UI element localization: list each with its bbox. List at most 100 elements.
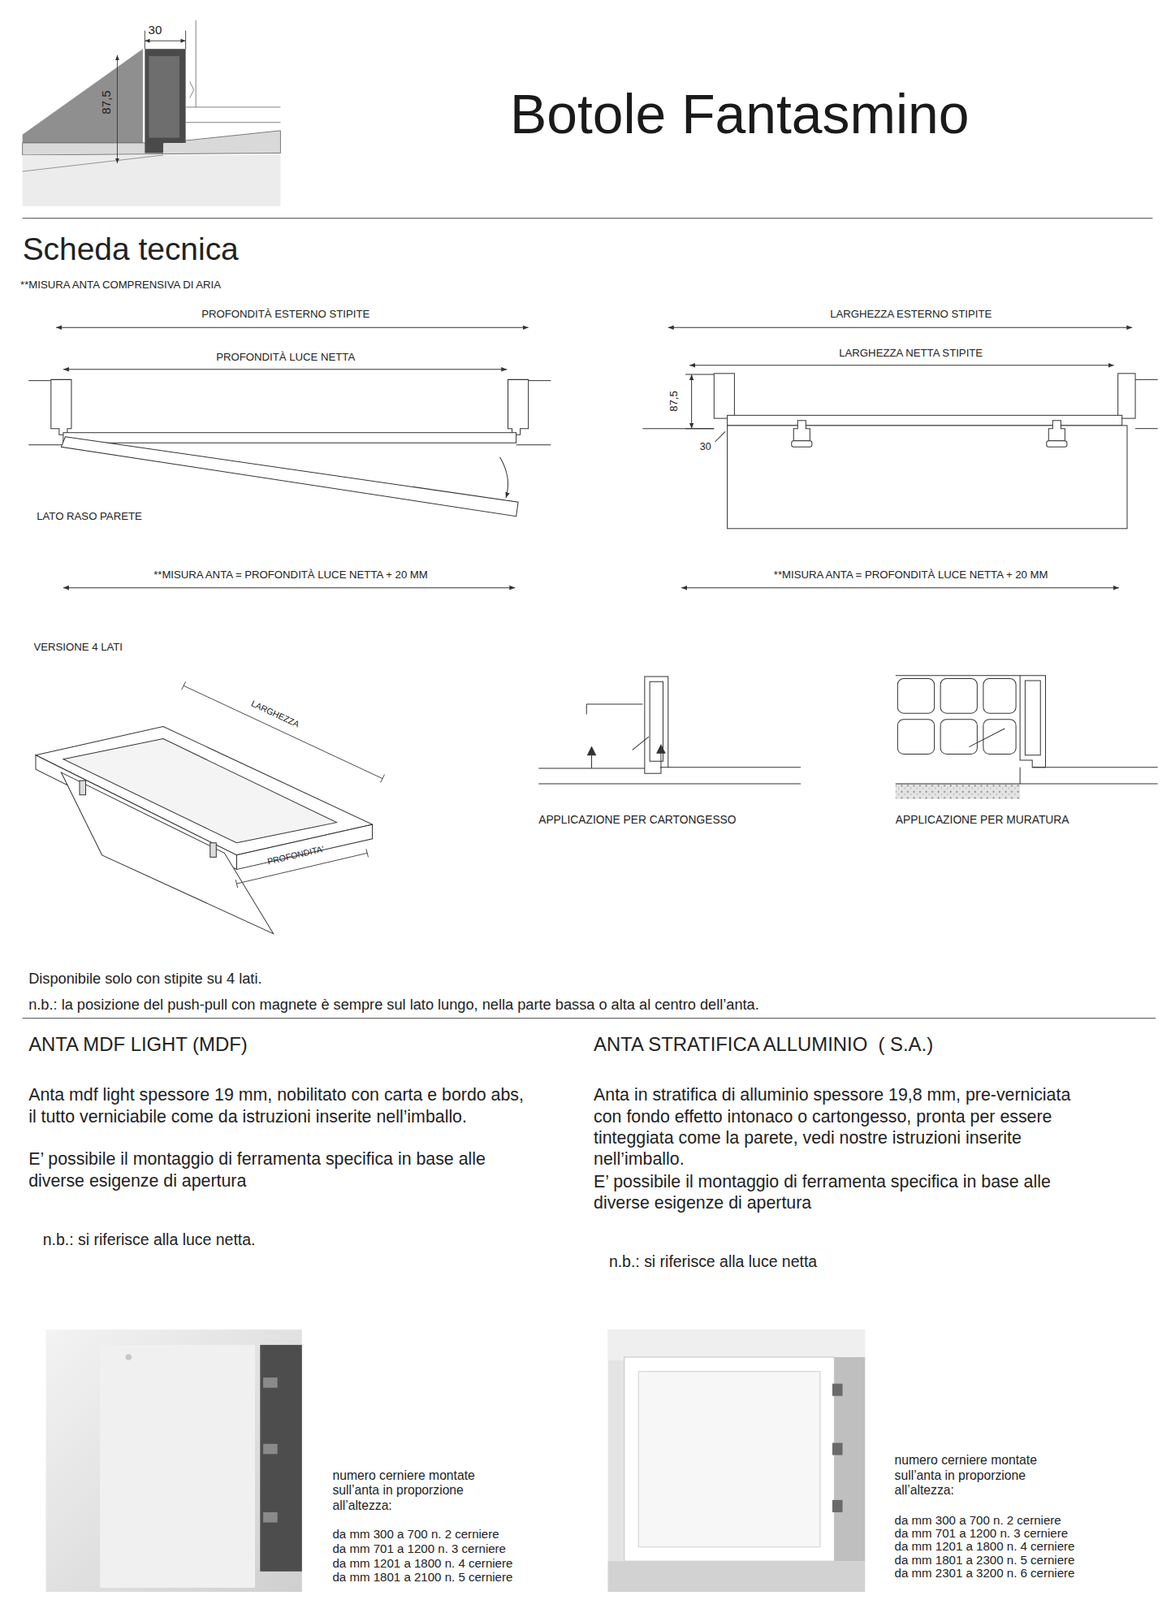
dimension-label: LARGHEZZA ESTERNO STIPITE	[829, 307, 992, 321]
section-illustration	[148, 56, 180, 139]
dimension-line	[144, 30, 146, 50]
hatch-door-section	[28, 380, 52, 381]
caption-label: APPLICAZIONE PER CARTONGESSO	[538, 812, 736, 827]
product-photo	[99, 1344, 255, 1588]
dimension-line	[235, 879, 238, 888]
masonry-detail	[940, 719, 977, 755]
hatch-door-section	[1135, 379, 1159, 381]
drywall-detail	[538, 767, 801, 784]
section-heading: Scheda tecnica	[22, 230, 239, 269]
table-row: da mm 1801 a 2100 n. 5 cerniere	[332, 1569, 513, 1585]
dimension-line	[380, 774, 385, 783]
masonry-detail	[1024, 680, 1041, 756]
dimension-line	[183, 685, 383, 778]
masonry-detail	[940, 678, 977, 713]
table-row: da mm 701 a 1200 n. 3 cerniere	[894, 1525, 1069, 1541]
product-photo	[46, 1329, 303, 1592]
table-row: da mm 300 a 700 n. 2 cerniere	[894, 1512, 1062, 1528]
masonry-detail	[895, 783, 1020, 800]
dimension-line	[56, 327, 529, 329]
hatch-door-section	[28, 444, 64, 446]
table-row: da mm 1201 a 1800 n. 4 cerniere	[894, 1538, 1076, 1554]
paragraph: E’ possibile il montaggio di ferramenta …	[28, 1148, 531, 1192]
hatch-door-section	[60, 436, 519, 517]
isometric-hatch	[79, 780, 87, 796]
paragraph: Anta in stratifica di alluminio spessore…	[593, 1084, 1096, 1171]
hinge-symbol	[1048, 420, 1065, 441]
table-row: da mm 1201 a 1800 n. 4 cerniere	[332, 1555, 513, 1571]
hatch-door-section	[63, 432, 517, 444]
hatch-door-section	[642, 373, 1158, 529]
hatch-door-section	[1118, 373, 1136, 419]
table-row: da mm 2301 a 3200 n. 6 cerniere	[894, 1565, 1076, 1581]
dimension-label: **MISURA ANTA = PROFONDITÀ LUCE NETTA + …	[153, 568, 428, 582]
hinge-symbol	[791, 420, 1068, 448]
table-heading: numero cerniere montate sull’anta in pro…	[332, 1468, 506, 1515]
section-illustration	[144, 48, 186, 153]
product-photo	[624, 1356, 835, 1561]
dimension-line	[144, 40, 186, 42]
part-label: LATO RASO PARETE	[36, 509, 143, 523]
rule	[22, 218, 1157, 1019]
dimension-line	[689, 364, 1115, 366]
masonry-detail	[968, 728, 1005, 748]
product-photo	[832, 1499, 843, 1513]
paragraph: E’ possibile il montaggio di ferramenta …	[593, 1171, 1096, 1215]
section-illustration	[22, 48, 143, 143]
note: Disponibile solo con stipite su 4 lati.	[28, 970, 262, 989]
masonry-detail	[897, 678, 934, 713]
note: **MISURA ANTA COMPRENSIVA DI ARIA	[20, 278, 221, 292]
paragraph: Anta mdf light spessore 19 mm, nobilitat…	[28, 1084, 531, 1128]
dimension-line	[63, 368, 507, 370]
product-photo	[259, 1344, 303, 1572]
dimension-line	[116, 55, 118, 164]
drywall-detail	[587, 744, 666, 756]
section-illustration	[190, 82, 195, 99]
hatch-door-section	[1135, 427, 1159, 429]
product-photo	[832, 1443, 843, 1456]
dimension-line	[56, 327, 529, 588]
drywall-detail	[644, 676, 669, 774]
section-illustration	[195, 20, 197, 108]
product-photo	[832, 1383, 843, 1396]
masonry-detail	[983, 678, 1016, 713]
dimension-line	[668, 327, 1133, 588]
dimension-label: 87,5	[99, 90, 114, 114]
drywall-detail	[586, 704, 643, 715]
isometric-hatch	[35, 726, 373, 934]
hatch-door-section	[51, 379, 72, 435]
dimension-line	[181, 681, 186, 690]
note: n.b.: si riferisce alla luce netta	[609, 1252, 817, 1271]
dimension-line	[685, 374, 714, 376]
product-photo	[638, 1371, 821, 1547]
table-row: da mm 300 a 700 n. 2 cerniere	[332, 1526, 499, 1542]
hatch-door-section	[727, 425, 1128, 529]
product-heading: ANTA MDF LIGHT (MDF)	[28, 1032, 248, 1057]
masonry-detail	[895, 674, 1020, 676]
dimension-label: **MISURA ANTA = PROFONDITÀ LUCE NETTA + …	[773, 568, 1049, 582]
product-photo	[608, 1329, 866, 1592]
product-heading: ANTA STRATIFICA ALLUMINIO ( S.A.)	[593, 1032, 934, 1057]
product-photo	[608, 1329, 866, 1361]
isometric-hatch	[60, 772, 273, 934]
dimension-line	[691, 374, 692, 429]
hatch-door-section	[508, 379, 529, 435]
dimension-line	[668, 327, 1133, 329]
hatch-door-section	[528, 380, 552, 381]
page-title: Botole Fantasmino	[509, 81, 969, 147]
dimension-label: PROFONDITÀ ESTERNO STIPITE	[201, 307, 370, 321]
dimension-line	[116, 30, 186, 164]
isometric-hatch	[210, 842, 217, 858]
dimension-line	[366, 848, 369, 857]
drywall-detail	[591, 736, 662, 769]
dimension-label: LARGHEZZA NETTA STIPITE	[838, 346, 983, 360]
caption-label: APPLICAZIONE PER MURATURA	[895, 812, 1070, 827]
hinge-symbol	[791, 440, 813, 448]
section-illustration	[185, 107, 281, 123]
table-row: da mm 1801 a 2300 n. 5 cerniere	[894, 1552, 1076, 1568]
dimension-line	[715, 431, 726, 442]
masonry-detail	[1019, 675, 1046, 768]
dimension-line	[681, 587, 1120, 588]
hatch-door-section	[642, 427, 714, 429]
